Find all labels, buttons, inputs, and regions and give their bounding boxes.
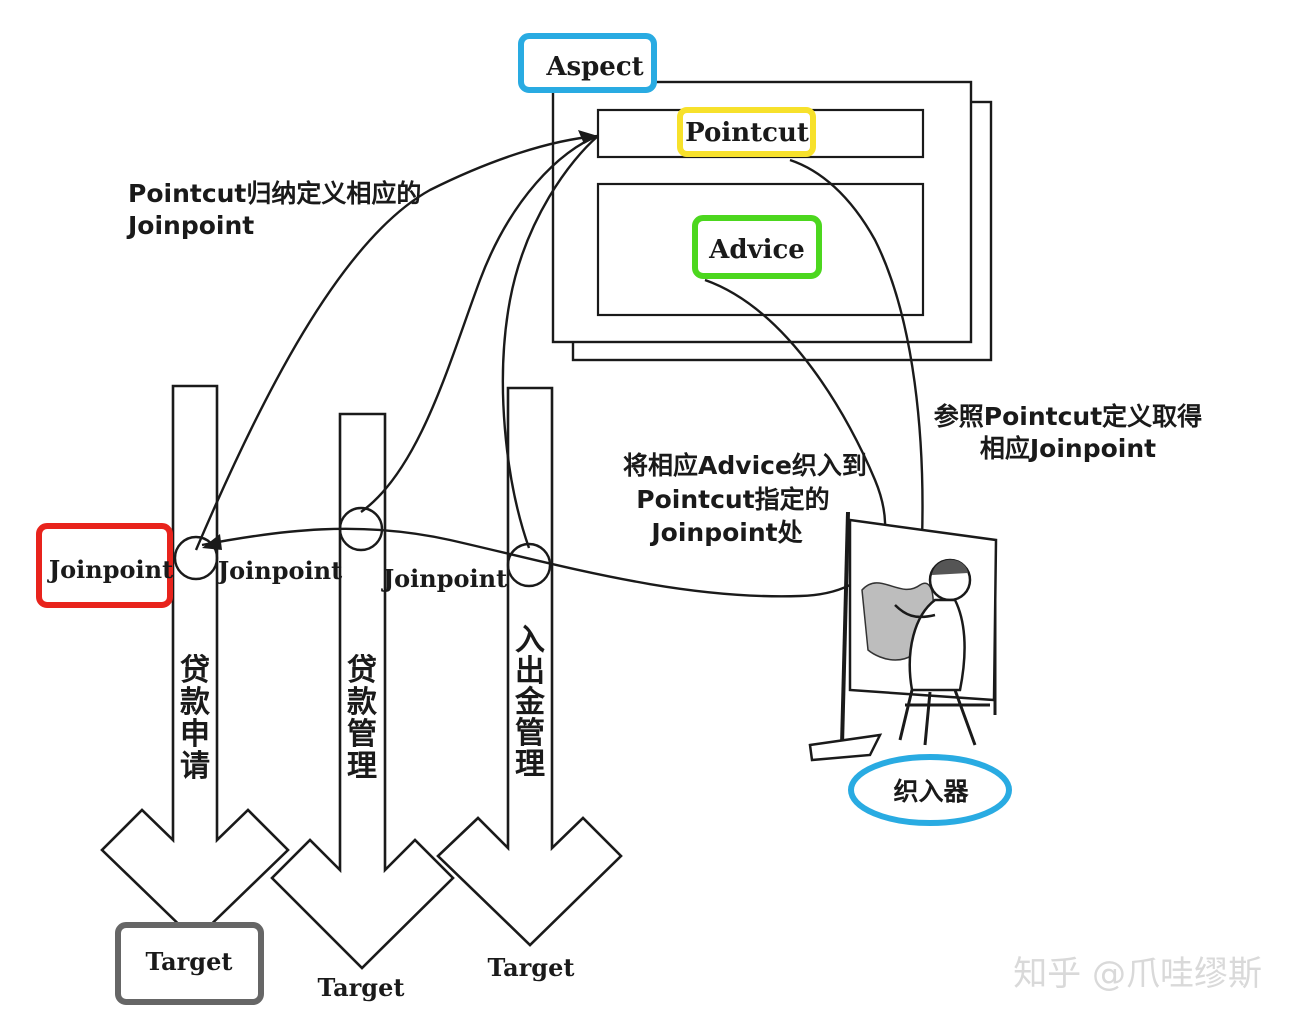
target-label-2: Target [318, 973, 405, 1002]
curve-joinpoint1-to-pointcut [194, 134, 599, 551]
watermark-text: 知乎 @爪哇缪斯 [1013, 954, 1262, 994]
flow-char: 款 [180, 685, 211, 720]
note-pointcut-defines-line2: Joinpoint [126, 211, 254, 240]
flow-char: 出 [515, 654, 545, 689]
weaver-label: 织入器 [893, 777, 969, 806]
note-weave-advice-line2: Pointcut指定的 [636, 485, 829, 514]
note-weave-advice-line3: Joinpoint处 [649, 518, 802, 547]
flow-label-funds-management: 入 出 金 管 理 [514, 623, 546, 782]
weaver-illustration [808, 511, 998, 762]
flow-char: 贷 [347, 653, 377, 688]
target-label-1: Target [146, 947, 233, 976]
flow-char: 管 [515, 716, 545, 751]
flow-char: 入 [515, 623, 545, 658]
flow-arrow-loan-management [270, 412, 455, 970]
aspect-highlight-box [518, 33, 657, 93]
note-lookup-pointcut-line1: 参照Pointcut定义取得 [934, 402, 1202, 431]
joinpoint-label-1: Joinpoint [216, 556, 342, 585]
highlighted-joinpoint-label: Joinpoint [47, 555, 173, 584]
connector-lines [194, 134, 924, 598]
advice-label: Advice [708, 235, 805, 265]
note-pointcut-defines-line1: Pointcut归纳定义相应的 [128, 179, 421, 208]
flow-label-loan-management: 贷 款 管 理 [347, 653, 378, 784]
joinpoint-circle-1 [173, 535, 219, 581]
flow-char: 管 [347, 717, 377, 752]
note-weave-advice-line1: 将相应Advice织入到 [623, 451, 867, 480]
note-lookup-pointcut-line2: 相应Joinpoint [980, 434, 1156, 463]
pointcut-label: Pointcut [685, 118, 809, 148]
advice-highlight-box [692, 215, 822, 279]
arrowhead-pointcut [578, 130, 598, 144]
flow-arrow-funds-management [436, 386, 623, 947]
flow-arrow-loan-application [100, 384, 290, 942]
joinpoint-circle-3 [506, 542, 552, 588]
flow-char: 请 [180, 749, 210, 784]
flow-char: 贷 [180, 653, 210, 688]
curve-advice-weaving [201, 278, 887, 598]
joinpoint-label-2: Joinpoint [381, 564, 507, 593]
curve-joinpoint2-to-pointcut [360, 134, 599, 513]
curve-joinpoint3-to-pointcut [501, 135, 599, 549]
arrowhead-joinpoint1 [202, 534, 222, 550]
flow-char: 款 [347, 685, 378, 720]
target-highlight-box [115, 922, 264, 1005]
pointcut-highlight-box [677, 107, 816, 157]
flow-char: 理 [347, 749, 377, 784]
flow-char: 理 [515, 747, 545, 782]
target-label-3: Target [488, 953, 575, 982]
aspect-label: Aspect [545, 52, 643, 82]
joinpoint-highlight-box [36, 523, 173, 608]
flow-char: 金 [514, 685, 546, 720]
flow-label-loan-application: 贷 款 申 请 [180, 653, 211, 784]
weaver-highlight-ellipse [848, 754, 1012, 826]
curve-weaver-to-pointcut [789, 158, 924, 541]
flow-char: 申 [180, 717, 210, 752]
